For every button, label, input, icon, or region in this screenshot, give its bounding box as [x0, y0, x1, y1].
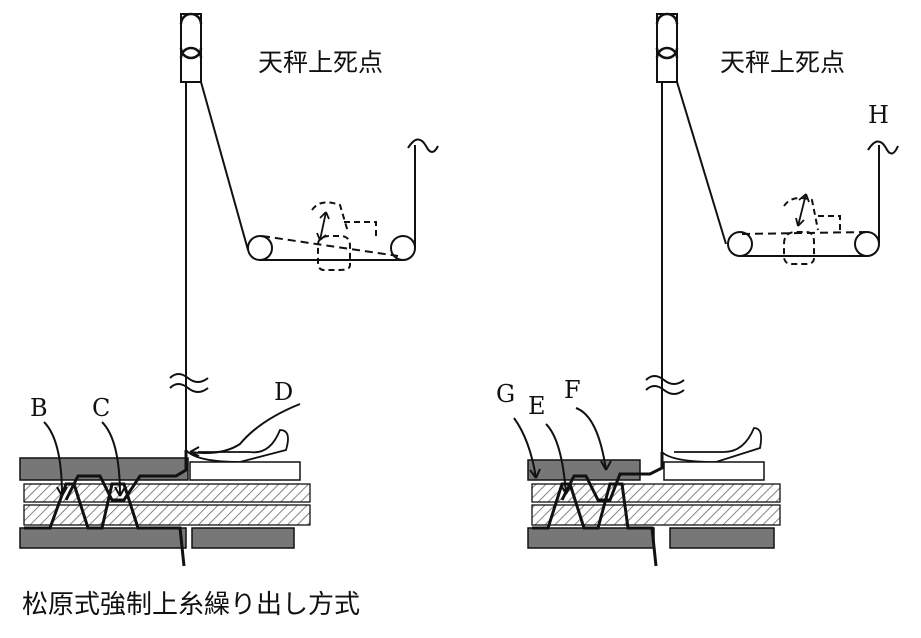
right-stitch-thread	[532, 452, 664, 567]
label-h: H	[868, 101, 889, 129]
left-fabric-stack	[19, 450, 311, 567]
right-fabric-stack	[527, 452, 781, 567]
right-title: 天秤上死点	[720, 48, 846, 77]
left-break-mark	[169, 373, 209, 393]
left-title: 天秤上死点	[258, 48, 384, 77]
left-pulley-left	[247, 235, 273, 261]
right-arrow-f	[575, 407, 607, 471]
left-arrow-d	[189, 403, 301, 454]
right-mechanism	[645, 12, 899, 463]
left-arrow-c	[101, 421, 121, 497]
caption: 松原式強制上糸繰り出し方式	[22, 590, 361, 620]
label-e: E	[528, 392, 546, 420]
label-d: D	[274, 378, 294, 406]
left-arrow-b	[43, 421, 63, 497]
left-stitch-thread	[24, 450, 188, 567]
left-mechanism	[169, 12, 439, 463]
right-arrow-g	[513, 417, 537, 479]
label-c: C	[92, 394, 111, 422]
label-g: G	[496, 380, 516, 408]
right-pulley-right	[854, 231, 880, 257]
right-arrow-e	[545, 423, 567, 495]
label-f: F	[564, 376, 581, 404]
right-break-mark	[645, 375, 685, 395]
label-b: B	[30, 394, 48, 422]
left-thread-tilde	[407, 138, 439, 153]
right-pulley-left	[727, 231, 753, 257]
right-thread-tilde	[867, 140, 899, 155]
